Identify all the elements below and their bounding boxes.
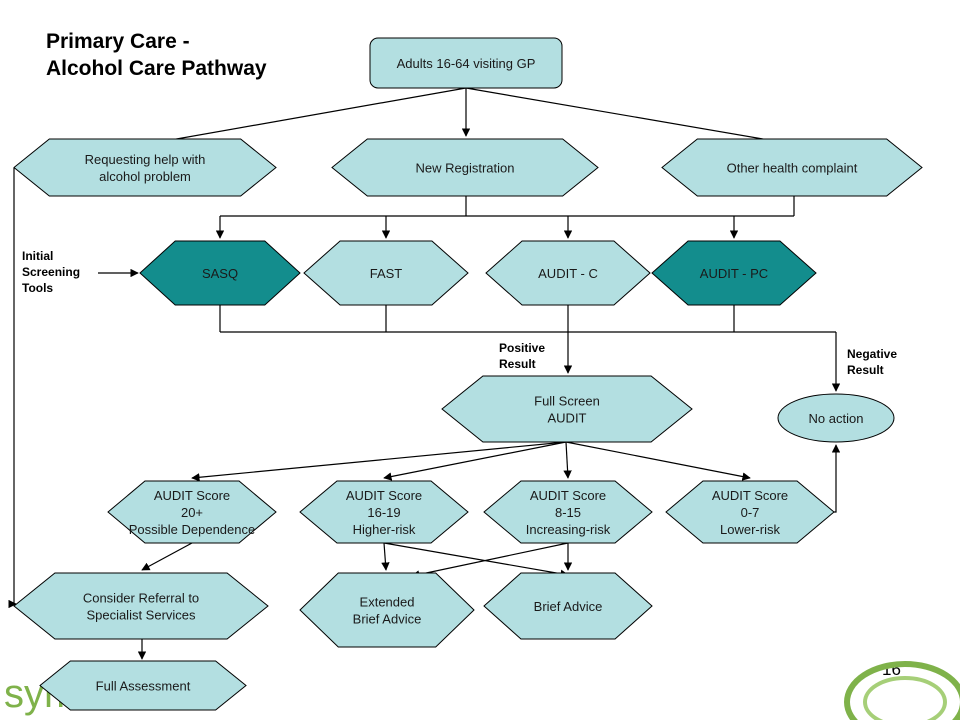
node-new-registration: New Registration <box>331 138 599 197</box>
node-text-line: AUDIT Score <box>712 488 788 503</box>
arrow-adults-to-requesting <box>147 87 467 147</box>
node-brief: Brief Advice <box>483 572 653 640</box>
node-requesting: Requesting help with alcohol problem <box>13 138 277 197</box>
node-text-line: Lower-risk <box>720 522 780 537</box>
node-hexagon-shape <box>483 480 653 544</box>
node-hexagon-shape <box>13 572 269 640</box>
node-hexagon-shape <box>107 480 277 544</box>
node-text-line: Full Assessment <box>96 679 191 694</box>
node-text-line: AUDIT Score <box>346 488 422 503</box>
node-text-line: Full Screen <box>534 394 600 409</box>
arrow-score-20-to-referral <box>141 542 193 571</box>
node-text-line: Increasing-risk <box>526 522 611 537</box>
node-audit-pc: AUDIT - PC <box>651 240 817 306</box>
negative-result-line-1: Negative <box>847 347 898 361</box>
node-text-line: Higher-risk <box>353 522 416 537</box>
positive-result-line-1: Positive <box>499 341 546 355</box>
title-line-1: Primary Care - <box>46 30 190 53</box>
arrow-full-to-score-8 <box>563 441 572 479</box>
node-text-line: Adults 16-64 visiting GP <box>397 56 536 71</box>
node-sasq: SASQ <box>139 240 301 306</box>
node-hexagon-shape <box>483 572 653 640</box>
node-text-line: AUDIT Score <box>530 488 606 503</box>
node-hexagon-shape <box>441 375 693 443</box>
initial-screening-line-3: Tools <box>22 281 54 295</box>
node-referral: Consider Referral to Specialist Services <box>13 572 269 640</box>
node-hexagon-shape <box>651 240 817 306</box>
arrow-adults-to-other <box>465 87 793 147</box>
node-hexagon-shape <box>299 480 469 544</box>
node-hexagon-shape <box>13 138 277 197</box>
page-title: Primary Care - Alcohol Care Pathway <box>46 28 267 82</box>
node-text-line: Brief Advice <box>534 599 603 614</box>
recycle-logo-icon <box>844 661 960 720</box>
arrow-score-16-to-extended <box>381 542 390 571</box>
arrow-score-0-to-no-action <box>831 444 841 513</box>
node-hexagon-shape <box>331 138 599 197</box>
node-text-line: Extended <box>360 595 415 610</box>
node-text-line: Brief Advice <box>353 612 422 627</box>
node-hexagon-shape <box>39 660 247 711</box>
arrow-requesting-to-referral <box>8 168 17 609</box>
node-text-line: AUDIT - PC <box>700 266 768 281</box>
title-line-2: Alcohol Care Pathway <box>46 57 267 80</box>
arrow-score-16-to-brief <box>383 542 569 578</box>
positive-result-line-2: Result <box>499 357 536 371</box>
node-full-assessment: Full Assessment <box>39 660 247 711</box>
node-text-line: FAST <box>370 266 403 281</box>
arrow-full-to-score-0 <box>565 441 751 481</box>
node-text-line: SASQ <box>202 266 238 281</box>
node-text-line: AUDIT - C <box>538 266 598 281</box>
node-text-line: Consider Referral to <box>83 591 199 606</box>
initial-screening-label: Initial Screening Tools <box>22 248 80 296</box>
initial-screening-line-1: Initial <box>22 249 54 263</box>
node-text-line: AUDIT <box>548 411 587 426</box>
node-hexagon-shape <box>303 240 469 306</box>
node-other-complaint: Other health complaint <box>661 138 923 197</box>
node-rect-shape <box>369 37 563 89</box>
initial-screening-line-2: Screening <box>22 265 81 279</box>
arrow-score-8-to-extended <box>411 542 569 579</box>
node-text-line: 16-19 <box>367 505 400 520</box>
node-audit-c: AUDIT - C <box>485 240 651 306</box>
node-text-line: Specialist Services <box>86 608 196 623</box>
node-adults: Adults 16-64 visiting GP <box>369 37 563 89</box>
node-text-line: Possible Dependence <box>129 522 255 537</box>
negative-result-label: Negative Result <box>847 346 897 378</box>
node-text-line: Other health complaint <box>727 161 858 176</box>
positive-result-label: Positive Result <box>499 340 545 372</box>
node-text-line: 20+ <box>181 505 203 520</box>
node-text-line: New Registration <box>416 161 515 176</box>
node-text-line: 8-15 <box>555 505 581 520</box>
node-text-line: AUDIT Score <box>154 488 230 503</box>
node-score-20: AUDIT Score 20+ Possible Dependence <box>107 480 277 544</box>
node-hexagon-shape <box>665 480 835 544</box>
node-hexagon-shape <box>485 240 651 306</box>
node-hexagon-shape <box>661 138 923 197</box>
negative-result-line-2: Result <box>847 363 884 377</box>
node-text-line: 0-7 <box>741 505 760 520</box>
node-ellipse-shape <box>777 393 895 443</box>
arrow-full-to-score-16 <box>383 441 567 481</box>
node-text-line: alcohol problem <box>99 169 191 184</box>
node-hexagon-shape <box>139 240 301 306</box>
node-text-line: Requesting help with <box>85 152 206 167</box>
arrow-full-to-score-20 <box>191 441 567 482</box>
node-hexagon-shape <box>299 572 475 648</box>
node-fast: FAST <box>303 240 469 306</box>
node-text-line: No action <box>809 411 864 426</box>
node-no-action: No action <box>777 393 895 443</box>
